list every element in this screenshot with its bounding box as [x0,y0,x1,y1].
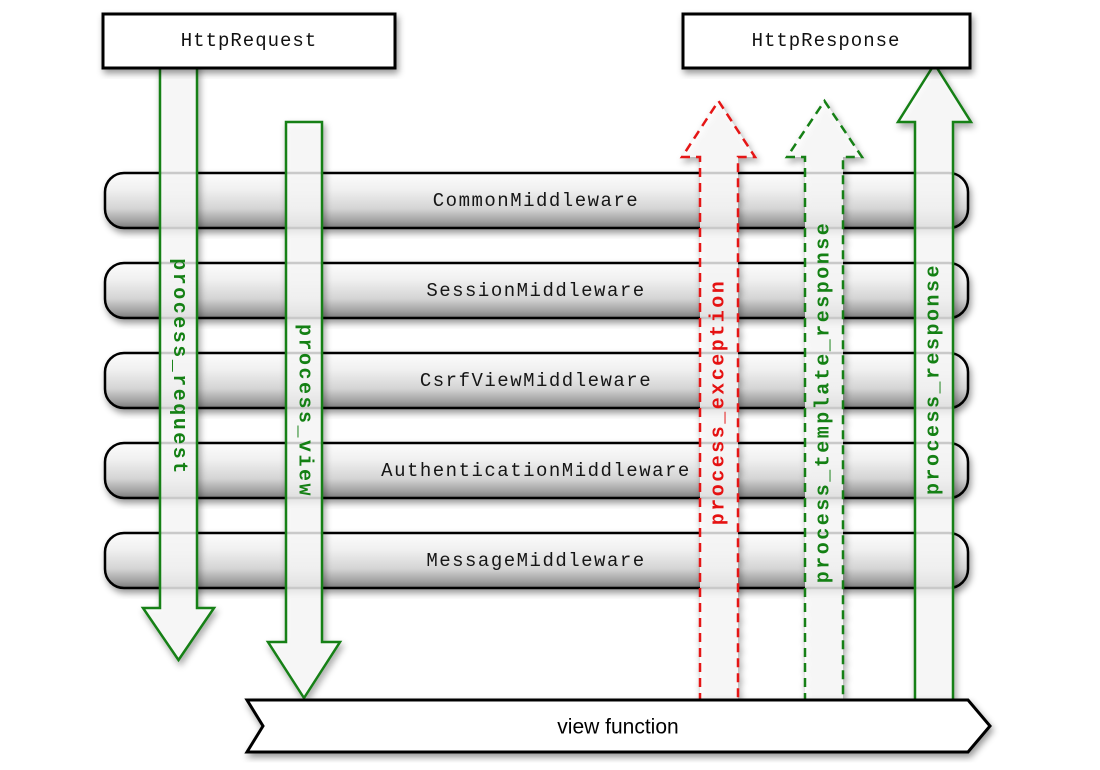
middleware-bar-label: MessageMiddleware [426,550,645,572]
process-view-arrow [265,120,343,701]
arrows [140,50,974,702]
process-request-label: process_request [167,258,190,476]
process-response-label: process_response [923,263,946,495]
middleware-bar-label: CsrfViewMiddleware [420,370,652,392]
middleware-bar-label: SessionMiddleware [426,280,645,302]
process-exception-label: process_exception [708,279,731,526]
process-template-response-label: process_template_response [813,221,836,584]
http-request-box: HttpRequest [101,12,397,70]
process-request-arrow [140,50,217,663]
http-response-label: HttpResponse [752,30,901,52]
http-response-box: HttpResponse [681,12,972,70]
process-exception-arrow [679,98,758,702]
http-request-label: HttpRequest [181,30,317,52]
middleware-bar-label: CommonMiddleware [433,190,639,212]
process-view-label: process_view [293,324,316,498]
view-function-banner: view function [244,698,992,754]
view-function-label: view function [557,716,678,739]
http-request-box-shape [101,12,397,70]
process-template-response-arrow [784,98,865,702]
middleware-bar-label: AuthenticationMiddleware [381,460,691,482]
view-function-banner-shape [244,698,992,754]
arrow-labels: process_request process_view process_exc… [167,221,946,584]
http-response-box-shape [681,12,972,70]
